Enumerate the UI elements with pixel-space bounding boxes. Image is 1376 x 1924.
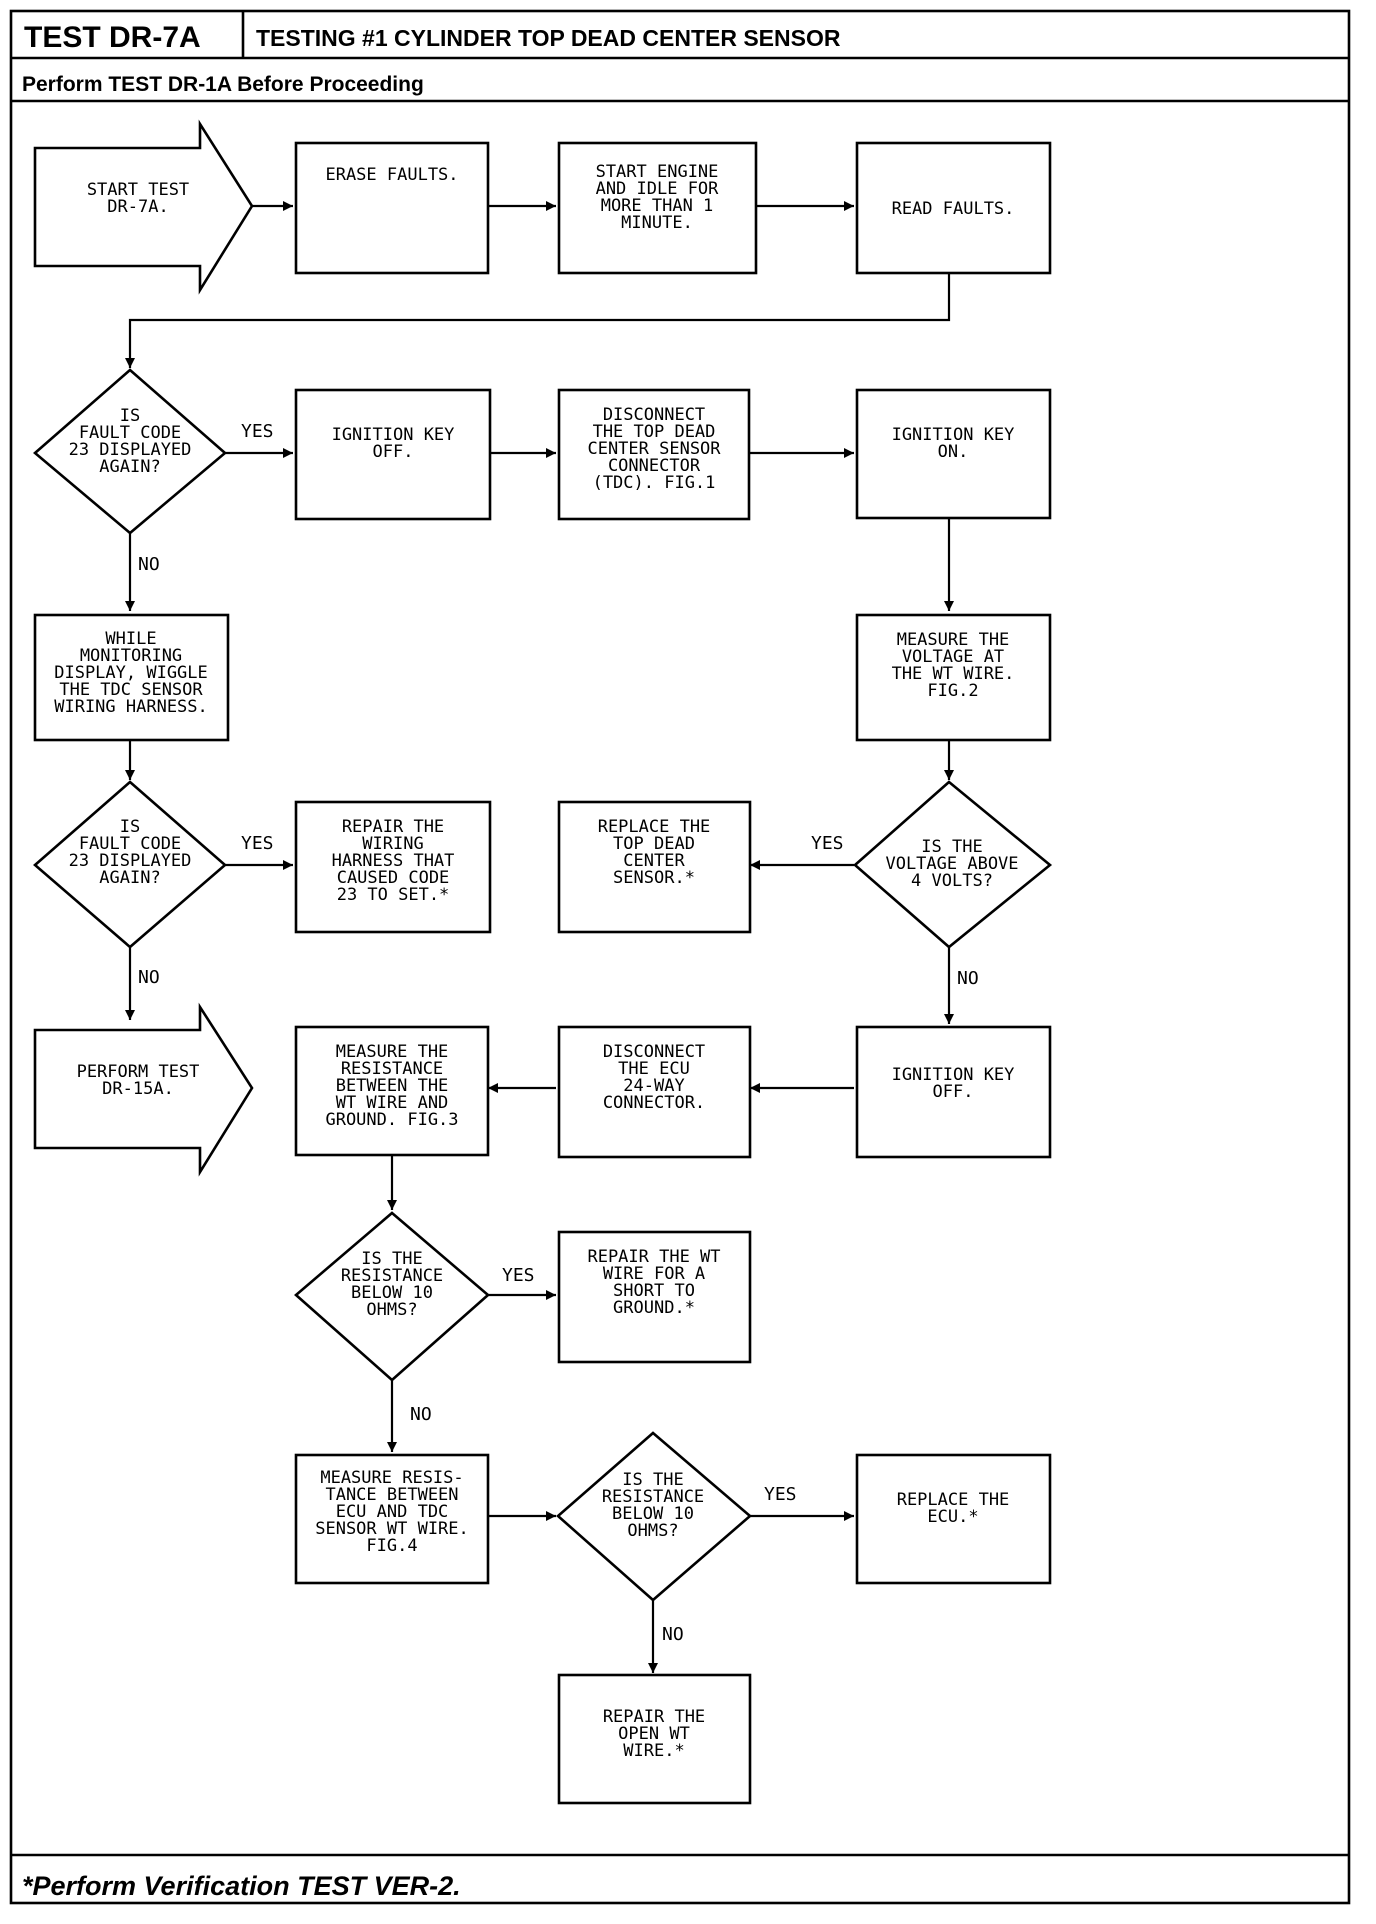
outer-frame bbox=[9, 9, 1351, 1905]
no-label: NO bbox=[138, 554, 160, 575]
svg-text:ERASE FAULTS.: ERASE FAULTS. bbox=[325, 165, 458, 185]
yes-label: YES bbox=[811, 833, 844, 854]
no-label: NO bbox=[410, 1404, 432, 1425]
page-title: TESTING #1 CYLINDER TOP DEAD CENTER SENS… bbox=[256, 25, 841, 51]
no-label: NO bbox=[957, 968, 979, 989]
branch-labels: YES NO YES YES NO NO YES NO YES NO bbox=[138, 421, 979, 1645]
yes-label: YES bbox=[764, 1484, 797, 1505]
no-label: NO bbox=[662, 1624, 684, 1645]
yes-label: YES bbox=[241, 833, 274, 854]
arrowheads bbox=[125, 201, 954, 1673]
yes-label: YES bbox=[241, 421, 274, 442]
yes-label: YES bbox=[502, 1265, 535, 1286]
test-id: TEST DR-7A bbox=[24, 21, 201, 54]
footer-note: *Perform Verification TEST VER-2. bbox=[22, 1871, 461, 1901]
read-faults-box: READ FAULTS. bbox=[855, 141, 1052, 275]
prerequisite-note: Perform TEST DR-1A Before Proceeding bbox=[22, 73, 424, 96]
svg-text:READ FAULTS.: READ FAULTS. bbox=[892, 199, 1015, 219]
erase-faults-box: ERASE FAULTS. bbox=[294, 141, 490, 275]
no-label: NO bbox=[138, 967, 160, 988]
